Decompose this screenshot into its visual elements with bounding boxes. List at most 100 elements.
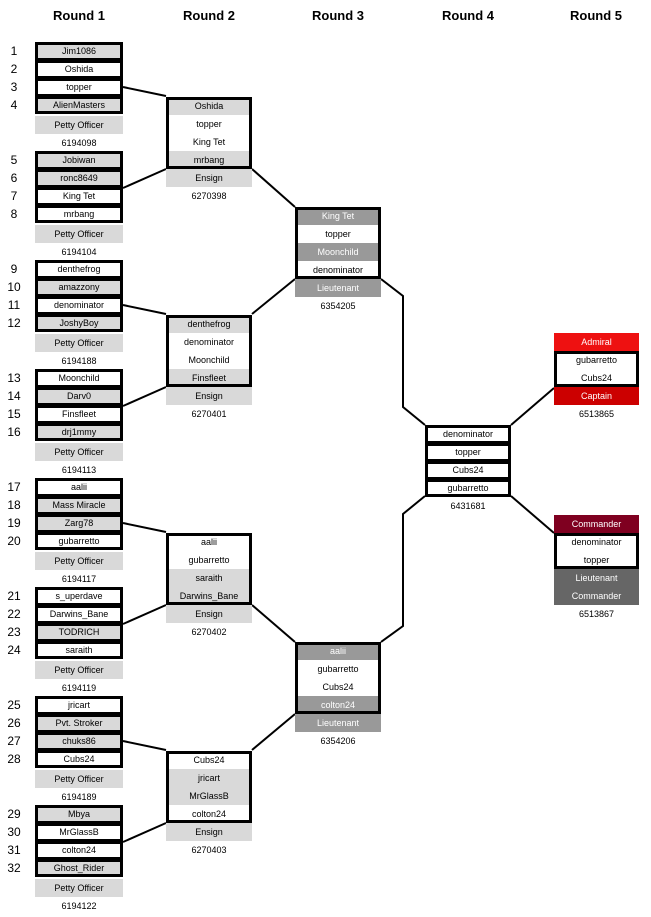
seed-number: 31 (7, 843, 21, 857)
game-id: 6194188 (61, 356, 97, 366)
player-slot: Moonchild (295, 243, 381, 261)
seed-number: 18 (7, 498, 21, 512)
round-5-header: Round 5 (570, 8, 622, 23)
game-id: 6431681 (450, 501, 486, 511)
round-1-header: Round 1 (53, 8, 105, 23)
seed-number: 23 (7, 625, 21, 639)
player-slot: topper (425, 443, 511, 461)
player-slot: Jim1086 (35, 42, 123, 60)
game-id: 6194117 (61, 574, 97, 584)
rank-label: Petty Officer (35, 334, 123, 352)
player-slot: gubarretto (425, 479, 511, 497)
player-slot: AlienMasters (35, 96, 123, 114)
seed-number: 24 (7, 643, 21, 657)
player-slot: Cubs24 (35, 750, 123, 768)
player-slot: Zarg78 (35, 514, 123, 532)
rank-label-bottom: Captain (554, 387, 639, 405)
seed-number: 25 (7, 698, 21, 712)
player-slot: colton24 (295, 696, 381, 714)
player-slot: aalii (35, 478, 123, 496)
game-id: 6354205 (320, 301, 356, 311)
seed-number: 30 (7, 825, 21, 839)
player-slot: Darv0 (35, 387, 123, 405)
player-slot: amazzony (35, 278, 123, 296)
seed-number: 8 (10, 207, 18, 221)
player-slot: Cubs24 (425, 461, 511, 479)
player-slot: Oshida (35, 60, 123, 78)
round-3-header: Round 3 (312, 8, 364, 23)
player-slot: JoshyBoy (35, 314, 123, 332)
player-slot: mrbang (35, 205, 123, 223)
player-slot: gubarretto (295, 660, 381, 678)
player-slot: topper (554, 551, 639, 569)
player-slot: denominator (554, 533, 639, 551)
player-slot: Jobiwan (35, 151, 123, 169)
seed-number: 9 (10, 262, 18, 276)
player-slot: saraith (166, 569, 252, 587)
rank-label: Petty Officer (35, 661, 123, 679)
seed-number: 1 (10, 44, 18, 58)
player-slot: s_uperdave (35, 587, 123, 605)
game-id: 6194119 (61, 683, 97, 693)
player-slot: gubarretto (166, 551, 252, 569)
player-slot: denominator (295, 261, 381, 279)
seed-number: 19 (7, 516, 21, 530)
player-slot: colton24 (35, 841, 123, 859)
game-id: 6513865 (578, 409, 615, 419)
player-slot: MrGlassB (166, 787, 252, 805)
player-slot: topper (35, 78, 123, 96)
seed-number: 11 (7, 298, 21, 312)
rank-label: Petty Officer (35, 552, 123, 570)
game-id: 6270403 (191, 845, 227, 855)
player-slot: aalii (166, 533, 252, 551)
player-slot: King Tet (166, 133, 252, 151)
seed-number: 26 (7, 716, 21, 730)
player-slot: Cubs24 (166, 751, 252, 769)
player-slot: denominator (166, 333, 252, 351)
player-slot: mrbang (166, 151, 252, 169)
rank-label: Ensign (166, 169, 252, 187)
player-slot: gubarretto (35, 532, 123, 550)
game-id: 6354206 (320, 736, 356, 746)
seed-number: 27 (7, 734, 21, 748)
player-slot: TODRICH (35, 623, 123, 641)
player-slot: Moonchild (166, 351, 252, 369)
player-slot: Cubs24 (295, 678, 381, 696)
seed-number: 7 (10, 189, 18, 203)
seed-number: 6 (10, 171, 18, 185)
seed-number: 10 (7, 280, 21, 294)
rank-label: Petty Officer (35, 225, 123, 243)
game-id: 6194098 (61, 138, 97, 148)
seed-number: 20 (7, 534, 21, 548)
seed-number: 29 (7, 807, 21, 821)
player-slot: denominator (425, 425, 511, 443)
game-id: 6194189 (61, 792, 97, 802)
rank-label-bottom: Lieutenant (554, 569, 639, 587)
seed-number: 21 (7, 589, 21, 603)
rank-label-top: Commander (554, 515, 639, 533)
seed-number: 13 (7, 371, 21, 385)
player-slot: colton24 (166, 805, 252, 823)
seed-number: 2 (10, 62, 18, 76)
rank-label-bottom: Commander (554, 587, 639, 605)
rank-label: Petty Officer (35, 879, 123, 897)
player-slot: saraith (35, 641, 123, 659)
game-id: 6194122 (61, 901, 97, 911)
seed-number: 17 (7, 480, 21, 494)
seed-number: 5 (10, 153, 18, 167)
game-id: 6194113 (61, 465, 97, 475)
player-slot: denthefrog (35, 260, 123, 278)
seed-number: 14 (7, 389, 21, 403)
seed-number: 15 (7, 407, 21, 421)
player-slot: Mass Miracle (35, 496, 123, 514)
rank-label: Lieutenant (295, 279, 381, 297)
rank-label: Lieutenant (295, 714, 381, 732)
rank-label: Ensign (166, 823, 252, 841)
game-id: 6270402 (191, 627, 227, 637)
player-slot: denominator (35, 296, 123, 314)
player-slot: aalii (295, 642, 381, 660)
seed-number: 3 (10, 80, 18, 94)
player-slot: Mbya (35, 805, 123, 823)
player-slot: drj1mmy (35, 423, 123, 441)
game-id: 6270398 (191, 191, 227, 201)
